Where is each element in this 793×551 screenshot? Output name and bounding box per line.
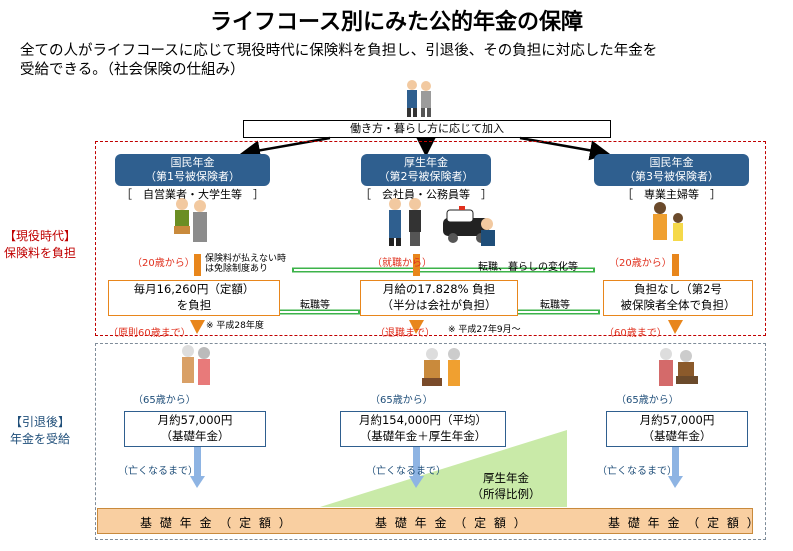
occupation-col1: ［ 自営業者・大学生等 ］ xyxy=(121,188,264,201)
header-col3: 国民年金 （第3号被保険者） xyxy=(594,154,749,186)
working-label: 【現役時代】 保険料を負担 xyxy=(4,229,77,260)
pension-box-col3: 月約57,000円 （基礎年金） xyxy=(606,411,748,447)
intro-line-1: 全ての人がライフコースに応じて現役時代に保険料を負担し、引退後、その負担に対応し… xyxy=(20,43,658,59)
until-col3: （亡くなるまで） xyxy=(597,466,677,477)
enrollment-box: 働き方・暮らし方に応じて加入 xyxy=(243,120,611,138)
premium-box-col3: 負担なし（第2号 被保険者全体で負担） xyxy=(603,280,753,316)
note-h28: ※ 平成28年度 xyxy=(206,321,264,331)
retirement-region xyxy=(95,343,766,540)
basic-pension-bar xyxy=(97,508,753,534)
elderly-couple-icon-2 xyxy=(422,348,460,386)
kousei-proportional-label: 厚生年金 （所得比例） xyxy=(471,471,541,501)
worker-figures-icon xyxy=(407,80,431,117)
basic-pension-label-2: 基 礎 年 金 （ 定 額 ） xyxy=(375,516,528,530)
basic-pension-label-1: 基 礎 年 金 （ 定 額 ） xyxy=(140,516,293,530)
homemaker-figures-icon xyxy=(653,202,683,241)
start-col2: （就職から） xyxy=(372,258,432,269)
retired-label: 【引退後】 年金を受給 xyxy=(10,415,71,446)
intro-text: 全ての人がライフコースに応じて現役時代に保険料を負担し、引退後、その負担に対応し… xyxy=(20,42,657,80)
premium-box-col1: 毎月16,260円（定額） を負担 xyxy=(108,280,280,316)
start-col3: （20歳から） xyxy=(609,258,672,269)
self-employed-figures-icon xyxy=(174,198,207,242)
job-change-label-2: 転職等 xyxy=(540,300,570,311)
pension-box-col1: 月約57,000円 （基礎年金） xyxy=(124,411,266,447)
end-col3: （60歳まで） xyxy=(604,328,667,339)
elderly-couple-icon-3 xyxy=(659,348,698,386)
basic-pension-label-3: 基 礎 年 金 （ 定 額 ） xyxy=(608,516,761,530)
page-title: ライフコース別にみた公的年金の保障 xyxy=(210,10,583,35)
occupation-col3: ［ 専業主婦等 ］ xyxy=(622,188,721,201)
premium-box-col2: 月給の17.828% 負担 （半分は会社が負担） xyxy=(360,280,518,316)
pension-start-col1: （65歳から） xyxy=(133,395,196,406)
header-col2: 厚生年金 （第2号被保険者） xyxy=(361,154,491,186)
company-workers-icon xyxy=(389,198,495,246)
occupation-col2: ［ 会社員・公務員等 ］ xyxy=(360,188,492,201)
pension-box-col2: 月約154,000円（平均） （基礎年金＋厚生年金） xyxy=(340,411,506,447)
intro-line-2: 受給できる。（社会保険の仕組み） xyxy=(20,62,245,78)
elderly-couple-icon-1 xyxy=(182,345,210,385)
start-col1: （20歳から） xyxy=(132,258,195,269)
pension-start-col3: （65歳から） xyxy=(616,395,679,406)
job-change-label-1: 転職等 xyxy=(300,300,330,311)
note-h27: ※ 平成27年9月～ xyxy=(448,325,521,335)
header-col1: 国民年金 （第1号被保険者） xyxy=(115,154,270,186)
end-col1: （原則60歳まで） xyxy=(108,328,191,339)
end-col2: （退職まで） xyxy=(375,328,435,339)
until-col1: （亡くなるまで） xyxy=(118,466,198,477)
pension-start-col2: （65歳から） xyxy=(370,395,433,406)
working-period-region xyxy=(95,141,766,336)
exemption-note: 保険料が払えない時 は免除制度あり xyxy=(205,254,287,274)
until-col2: （亡くなるまで） xyxy=(366,466,446,477)
life-change-label: 転職、暮らしの変化等 xyxy=(478,262,578,273)
